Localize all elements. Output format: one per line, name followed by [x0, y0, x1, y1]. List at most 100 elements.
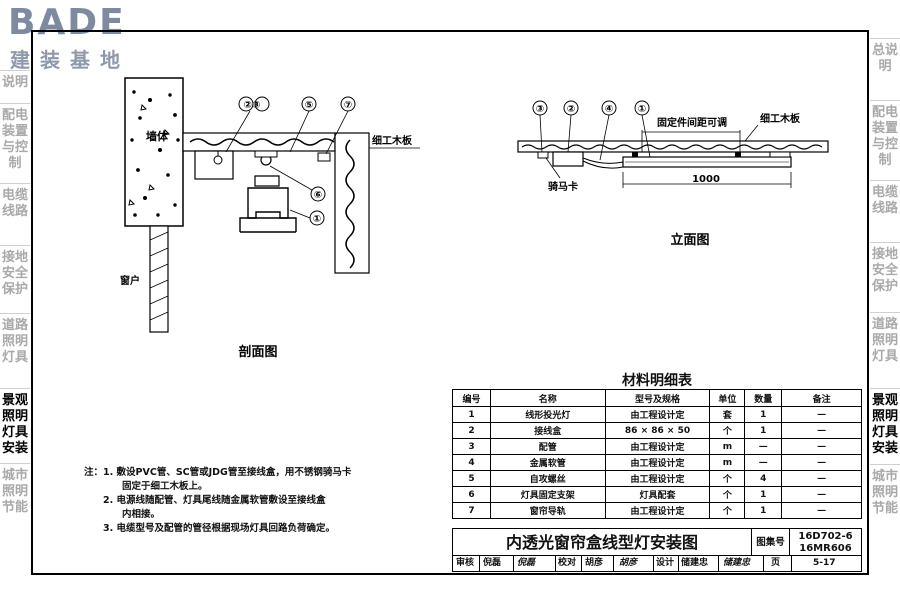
table-cell: 1	[744, 422, 783, 439]
left-nav-item-cable[interactable]: 电缆线路	[0, 183, 30, 245]
drawing-frame	[31, 30, 869, 575]
table-cell: 由工程设计定	[604, 502, 711, 519]
svg-text:③: ③	[536, 104, 544, 115]
table-cell: 灯具配套	[604, 486, 711, 503]
review-label: 审核	[456, 558, 475, 568]
table-cell: 1	[452, 406, 491, 423]
table-cell: 4	[452, 454, 491, 471]
table-cell: 2	[452, 422, 491, 439]
table-cell: —	[744, 454, 783, 471]
elevation-title: 立面图	[670, 232, 709, 248]
table-cell: —	[781, 438, 862, 455]
table-cell: 配管	[489, 438, 606, 455]
checker-signature: 胡彦	[619, 558, 638, 568]
junction-box-elevation	[552, 151, 584, 167]
spacing-label: 固定件间距可调	[657, 116, 727, 129]
table-cell: 套	[709, 406, 746, 423]
table-header-row: 编号 名称 型号及规格 单位 数量 备注	[452, 389, 862, 407]
atlas-number: 16D702-6 16MR606	[790, 528, 862, 556]
installation-notes: 注：1. 敷设PVC管、SC管或JDG管至接线盒，用不锈钢骑马卡 固定于细工木板…	[84, 466, 444, 536]
left-nav-item-distribution[interactable]: 配电装置与控制	[0, 103, 30, 183]
atlas-number-secondary: 16MR606	[799, 543, 852, 554]
linear-floodlight-section	[247, 187, 289, 219]
table-cell: 线形投光灯	[489, 406, 606, 423]
table-cell: 金属软管	[489, 454, 606, 471]
right-nav-item-energy-saving[interactable]: 城市照明节能	[870, 464, 900, 544]
elevation-callouts: ③ ② ④ ①	[532, 100, 651, 161]
svg-text:①: ①	[313, 214, 321, 225]
clamp-label: 骑马卡	[548, 180, 578, 193]
table-cell: 3	[452, 438, 491, 455]
header-cell: 备注	[781, 389, 862, 407]
window-frame	[149, 225, 169, 333]
header-cell: 单位	[709, 389, 746, 407]
table-cell: 5	[452, 470, 491, 487]
note-line: 内相接。	[122, 509, 161, 520]
bade-logo: BADE 建装基地	[8, 2, 158, 73]
table-cell: 由工程设计定	[604, 454, 711, 471]
table-cell: m	[709, 438, 746, 455]
check-label: 校对	[558, 558, 577, 568]
svg-text:⑥: ⑥	[314, 190, 322, 201]
left-nav-item-intro[interactable]: 说明	[0, 70, 30, 103]
design-label: 设计	[656, 558, 675, 568]
wall-hatch	[128, 90, 180, 217]
table-cell: 由工程设计定	[604, 470, 711, 487]
curtain-track-section	[317, 152, 331, 162]
table-cell: —	[744, 438, 783, 455]
table-cell: 灯具固定支架	[489, 486, 606, 503]
left-nav-item-road-lighting[interactable]: 道路照明灯具	[0, 313, 30, 388]
svg-text:②: ②	[567, 104, 575, 115]
designer-name: 储建忠	[681, 558, 709, 568]
elevation-board	[517, 140, 829, 153]
logo-wordmark: BADE	[8, 2, 126, 43]
wall-label: 墙体	[146, 129, 169, 143]
table-cell: 86 × 86 × 50	[604, 422, 711, 439]
junction-box-section	[194, 150, 234, 180]
right-nav-item-landscape-lighting[interactable]: 景观照明灯具安装	[870, 388, 900, 464]
header-cell: 编号	[452, 389, 491, 407]
page-number: 5-17	[813, 558, 836, 568]
table-cell: 1	[744, 486, 783, 503]
table-cell: 1	[744, 406, 783, 423]
table-cell: 1	[744, 502, 783, 519]
drawing-title: 内透光窗帘盒线型灯安装图	[452, 528, 752, 556]
right-nav-item-road-lighting[interactable]: 道路照明灯具	[870, 312, 900, 388]
page-label: 页	[771, 558, 781, 568]
table-cell: 由工程设计定	[604, 406, 711, 423]
atlas-number-label: 图集号	[752, 528, 790, 556]
note-line: 3. 电缆型号及配管的管径根据现场灯具回路负荷确定。	[103, 523, 336, 534]
left-nav-item-grounding[interactable]: 接地安全保护	[0, 245, 30, 313]
right-nav-item-grounding[interactable]: 接地安全保护	[870, 242, 900, 312]
section-board-label: 细工木板	[372, 134, 413, 147]
left-nav-item-energy-saving[interactable]: 城市照明节能	[0, 463, 30, 543]
header-cell: 数量	[744, 389, 783, 407]
table-cell: 4	[744, 470, 783, 487]
right-nav-item-general[interactable]: 总说明	[870, 38, 900, 100]
table-cell: —	[781, 502, 862, 519]
logo-subtitle: 建装基地	[10, 48, 130, 72]
right-nav-item-cable[interactable]: 电缆线路	[870, 180, 900, 242]
note-line: 注：1. 敷设PVC管、SC管或JDG管至接线盒，用不锈钢骑马卡	[84, 467, 352, 478]
table-cell: —	[781, 454, 862, 471]
reviewer-name: 倪磊	[483, 558, 502, 568]
right-nav-item-distribution[interactable]: 配电装置与控制	[870, 100, 900, 180]
window-label: 窗户	[120, 274, 140, 287]
header-cell: 名称	[489, 389, 606, 407]
table-cell: 自攻螺丝	[489, 470, 606, 487]
concrete-wall	[124, 77, 184, 227]
header-cell: 型号及规格	[604, 389, 711, 407]
elevation-drawing: 固定件间距可调 细工木板 1000 骑马卡 ③ ② ④ ① 立面图	[517, 100, 829, 248]
table-cell: —	[781, 470, 862, 487]
section-callouts: ②③ ⑤ ⑦ ⑥ ①	[225, 96, 356, 226]
atlas-number-primary: 16D702-6	[798, 531, 853, 542]
left-nav-item-landscape-lighting[interactable]: 景观照明灯具安装	[0, 388, 30, 463]
approval-row: 审核 倪磊 倪磊 校对 胡彦 胡彦 设计 储建忠 储建忠 页 5-17	[452, 556, 862, 572]
table-cell: m	[709, 454, 746, 471]
